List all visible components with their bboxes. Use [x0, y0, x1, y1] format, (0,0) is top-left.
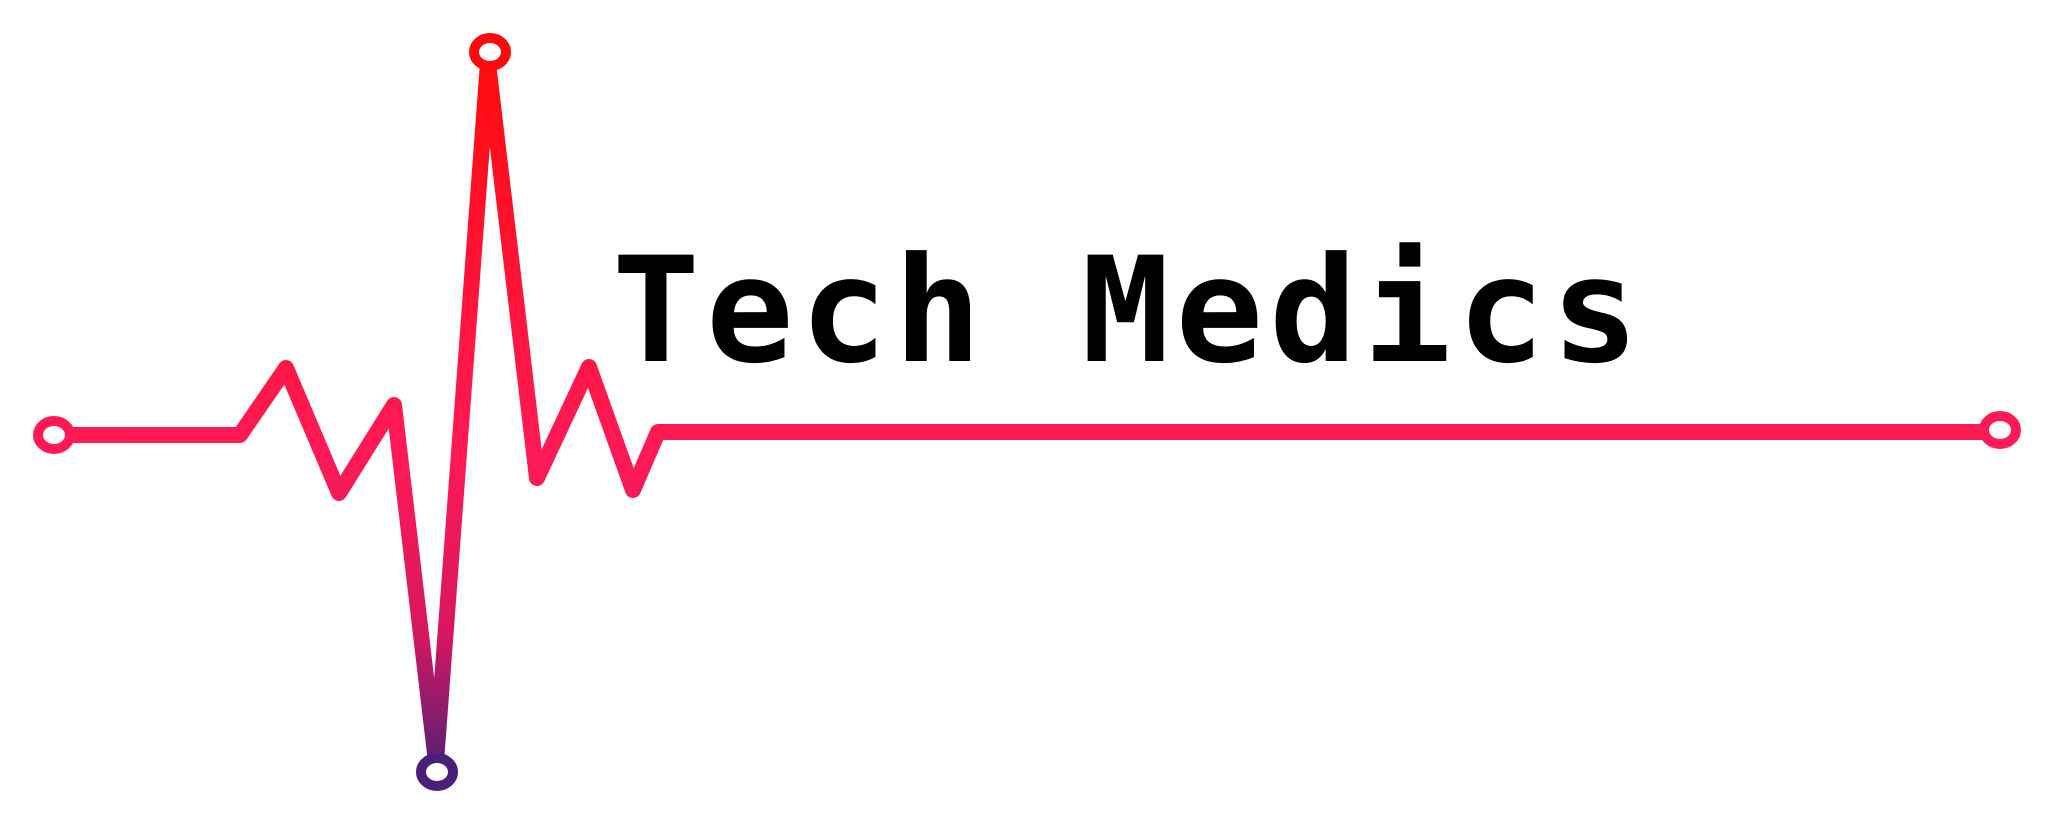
brand-name: Tech Medics: [612, 226, 1645, 396]
right-node-icon: [1979, 411, 2021, 449]
peak-node-icon: [469, 33, 511, 71]
left-node-icon: [33, 416, 75, 454]
trough-node-icon: [416, 753, 458, 791]
pulse-line: [46, 55, 1994, 770]
